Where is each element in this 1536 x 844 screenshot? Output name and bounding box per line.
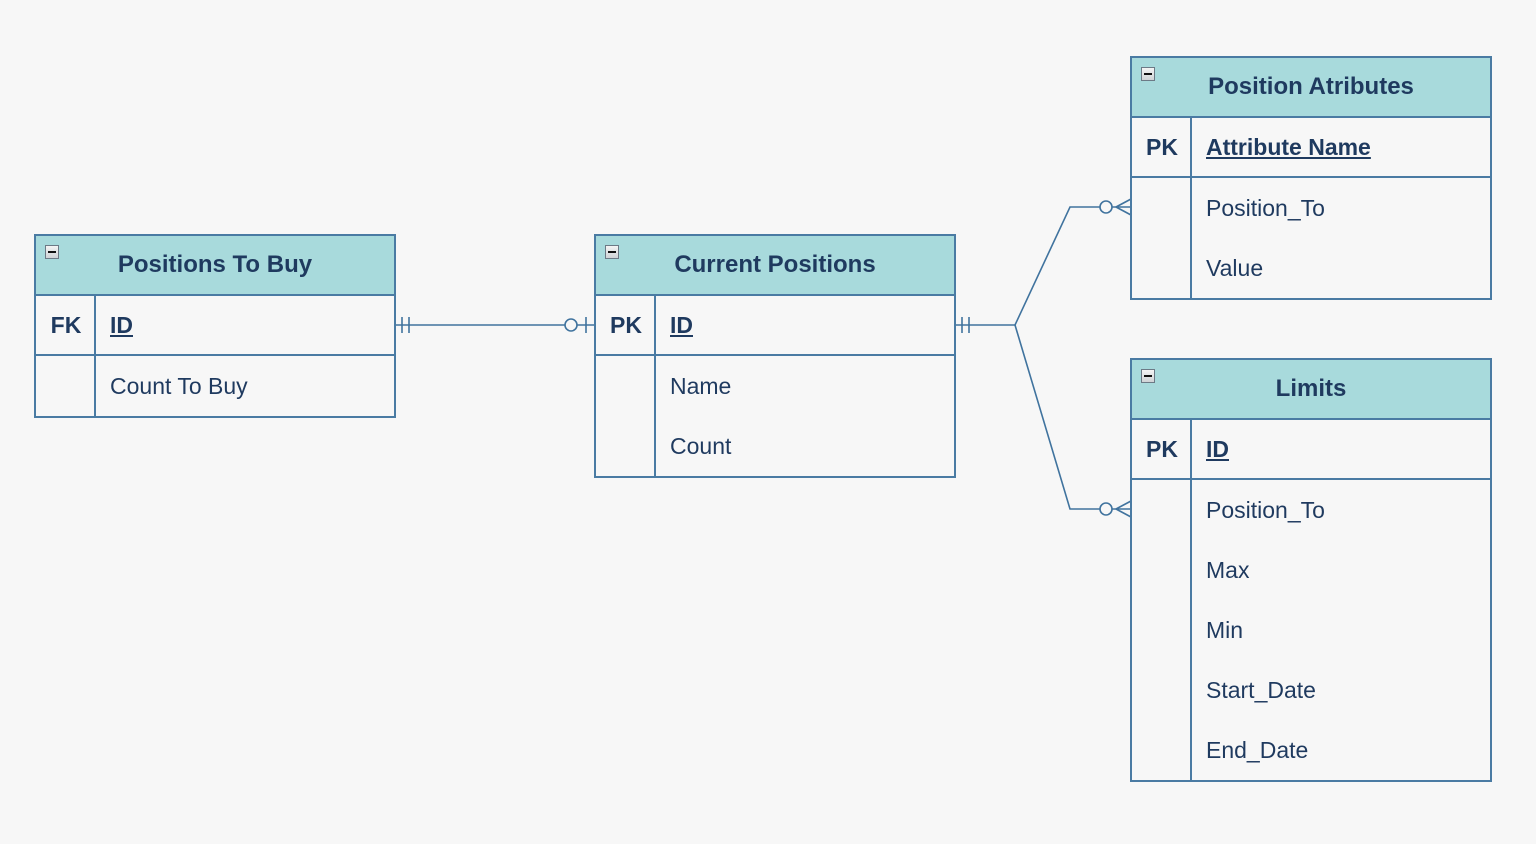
attribute-name: Count To Buy	[110, 372, 248, 399]
key-field-name: ID	[670, 311, 693, 338]
cardinality-many-mark	[1115, 500, 1132, 518]
key-row[interactable]: PK ID	[596, 296, 954, 356]
attribute-row[interactable]: Value	[1132, 238, 1490, 298]
attribute-row[interactable]: End_Date	[1132, 720, 1490, 780]
entity-title: Positions To Buy	[117, 251, 313, 278]
attribute-name: Start_Date	[1206, 676, 1316, 703]
entity-header[interactable]: Position Atributes	[1132, 58, 1490, 118]
entity-position-attributes[interactable]: Position Atributes PK Attribute Name Pos…	[1130, 56, 1492, 300]
cardinality-zero-mark	[564, 318, 578, 332]
entity-header[interactable]: Current Positions	[596, 236, 954, 296]
collapse-icon[interactable]	[1141, 67, 1155, 81]
attribute-row[interactable]: Start_Date	[1132, 660, 1490, 720]
key-field-name: ID	[1206, 435, 1229, 462]
entity-title: Position Atributes	[1208, 73, 1414, 100]
cardinality-zero-mark	[1099, 200, 1113, 214]
entity-body: PK ID Position_To Max Min Start_Date	[1132, 420, 1490, 780]
key-type-label: PK	[1146, 435, 1178, 462]
entity-header[interactable]: Limits	[1132, 360, 1490, 420]
entity-title: Current Positions	[674, 251, 876, 278]
collapse-icon[interactable]	[1141, 369, 1155, 383]
key-type-label: FK	[50, 311, 82, 338]
key-type-label: PK	[1146, 133, 1178, 160]
cardinality-zero-mark	[1099, 502, 1113, 516]
attribute-row[interactable]: Count	[596, 416, 954, 476]
attribute-row[interactable]: Max	[1132, 540, 1490, 600]
attribute-name: Min	[1206, 616, 1244, 643]
entity-body: PK Attribute Name Position_To Value	[1132, 118, 1490, 298]
relationship-current-positions-trunk[interactable]	[956, 317, 1015, 333]
relationship-current-positions-position-attributes[interactable]	[1014, 198, 1132, 326]
cardinality-many-mark	[1115, 198, 1132, 216]
attribute-name: Position_To	[1206, 496, 1325, 523]
attribute-row[interactable]: Count To Buy	[36, 356, 394, 416]
attribute-name: Max	[1206, 556, 1250, 583]
key-type-label: PK	[610, 311, 642, 338]
key-row[interactable]: FK ID	[36, 296, 394, 356]
collapse-icon[interactable]	[605, 245, 619, 259]
entity-positions-to-buy[interactable]: Positions To Buy FK ID Count To Buy	[34, 234, 396, 418]
relationship-positions-to-buy-current-positions[interactable]	[396, 317, 594, 333]
entity-body: FK ID Count To Buy	[36, 296, 394, 416]
attribute-name: End_Date	[1206, 736, 1309, 763]
attribute-name: Name	[670, 372, 732, 399]
key-field-name: Attribute Name	[1206, 133, 1371, 160]
attribute-row[interactable]: Position_To	[1132, 178, 1490, 238]
attribute-name: Value	[1206, 254, 1264, 281]
relationship-current-positions-limits[interactable]	[1014, 324, 1132, 518]
key-row[interactable]: PK ID	[1132, 420, 1490, 480]
attribute-row[interactable]: Name	[596, 356, 954, 416]
attribute-name: Position_To	[1206, 194, 1325, 221]
key-row[interactable]: PK Attribute Name	[1132, 118, 1490, 178]
entity-limits[interactable]: Limits PK ID Position_To Max Min Start_D…	[1130, 358, 1492, 782]
entity-header[interactable]: Positions To Buy	[36, 236, 394, 296]
attribute-row[interactable]: Min	[1132, 600, 1490, 660]
attribute-name: Count	[670, 432, 732, 459]
entity-current-positions[interactable]: Current Positions PK ID Name Count	[594, 234, 956, 478]
key-field-name: ID	[110, 311, 133, 338]
entity-body: PK ID Name Count	[596, 296, 954, 476]
collapse-icon[interactable]	[45, 245, 59, 259]
attribute-row[interactable]: Position_To	[1132, 480, 1490, 540]
entity-title: Limits	[1275, 375, 1347, 402]
